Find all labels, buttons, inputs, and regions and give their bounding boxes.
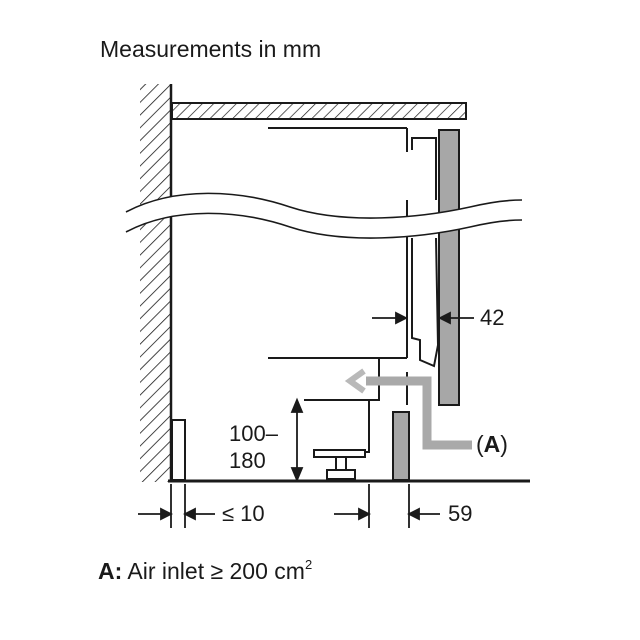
dimension-42-label: 42 — [480, 305, 505, 330]
break-band — [126, 193, 522, 239]
footnote-key: A: — [98, 558, 123, 584]
callout-a-label: (A) — [476, 433, 508, 456]
callout-open: ( — [476, 431, 484, 457]
dimension-100-label: 100– — [229, 421, 278, 446]
dimension-180-label: 180 — [229, 448, 266, 473]
diagram-title: Measurements in mm — [100, 36, 322, 62]
bottom-dimension-lines — [138, 484, 440, 528]
airflow-arrow — [344, 368, 472, 450]
countertop — [171, 102, 467, 120]
callout-letter: A — [483, 431, 501, 457]
dimension-59-label: 59 — [448, 501, 473, 526]
footnote: A: Air inlet ≥ 200 cm2 — [98, 557, 312, 585]
adjustable-foot — [313, 449, 366, 480]
dimension-10-label: ≤ 10 — [222, 501, 265, 526]
footnote-text: Air inlet ≥ 200 cm — [122, 558, 305, 584]
decor-panel — [438, 129, 460, 406]
plinth — [392, 411, 410, 481]
footnote-sup: 2 — [304, 557, 313, 572]
wall-spacer — [171, 419, 186, 481]
dimension-height-arrows — [290, 397, 304, 483]
callout-close: ) — [500, 431, 508, 457]
appliance-body — [268, 127, 440, 453]
wall — [140, 84, 173, 482]
dimension-42-arrows — [372, 311, 474, 325]
